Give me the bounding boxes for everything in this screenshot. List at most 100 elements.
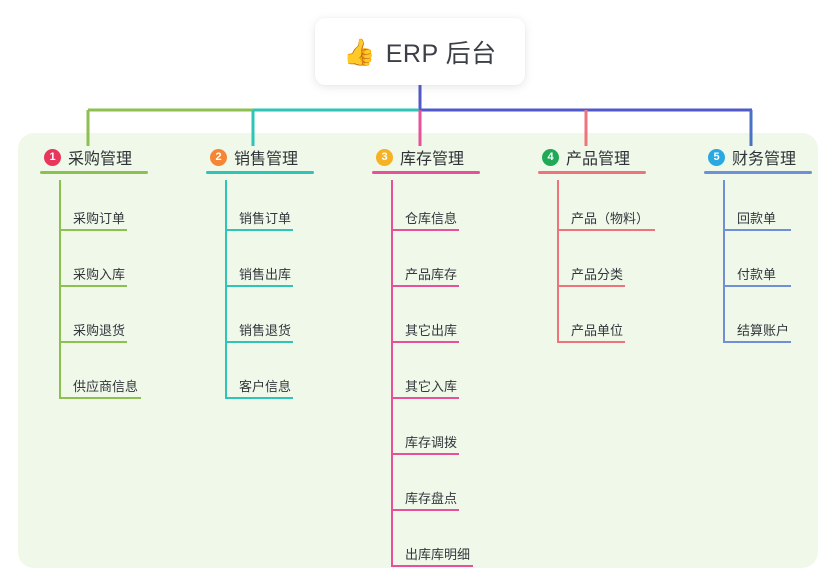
leaf-item[interactable]: 库存盘点 <box>372 460 464 516</box>
thumbs-up-icon: 👍 <box>343 36 376 67</box>
leaf-item-rule <box>59 285 127 287</box>
leaf-item-label: 销售出库 <box>239 267 292 282</box>
branch-header-rule <box>206 171 314 174</box>
branch-column-2: 2 销售管理销售订单销售出库销售退货客户信息 <box>206 145 314 404</box>
leaf-item[interactable]: 销售订单 <box>206 180 298 236</box>
leaf-item-rule <box>723 341 791 343</box>
leaf-item-rule <box>391 397 459 399</box>
branch-column-3: 3 库存管理仓库信息产品库存其它出库其它入库库存调拨库存盘点出库库明细 <box>372 145 480 572</box>
branch-spine <box>723 180 725 343</box>
leaf-item-label: 采购退货 <box>73 323 126 338</box>
leaf-item-rule <box>391 509 459 511</box>
branch-column-4: 4 产品管理产品（物料） 产品分类产品单位 <box>538 145 655 348</box>
leaf-item-rule <box>391 285 459 287</box>
leaf-item-label: 产品库存 <box>405 267 458 282</box>
branch-index-badge: 1 <box>44 148 61 166</box>
leaf-item[interactable]: 销售出库 <box>206 236 298 292</box>
leaf-item-rule <box>225 341 293 343</box>
diagram-background-panel <box>18 133 818 568</box>
leaf-item-rule <box>557 229 655 231</box>
leaf-item[interactable]: 采购退货 <box>40 292 132 348</box>
leaf-item-label: 销售退货 <box>239 323 292 338</box>
leaf-list: 仓库信息产品库存其它出库其它入库库存调拨库存盘点出库库明细 <box>372 180 473 572</box>
leaf-item-label: 回款单 <box>737 211 777 226</box>
leaf-item[interactable]: 客户信息 <box>206 348 298 404</box>
branch-header-rule <box>372 171 480 174</box>
branch-header-rule <box>704 171 812 174</box>
leaf-item[interactable]: 回款单 <box>704 180 796 236</box>
leaf-item-label: 出库库明细 <box>405 547 471 562</box>
leaf-item[interactable]: 库存调拨 <box>372 404 464 460</box>
leaf-item-label: 结算账户 <box>737 323 790 338</box>
leaf-item[interactable]: 出库库明细 <box>372 516 473 572</box>
leaf-item[interactable]: 采购订单 <box>40 180 132 236</box>
leaf-list: 采购订单采购入库采购退货供应商信息 <box>40 180 141 404</box>
leaf-item-rule <box>391 341 459 343</box>
branch-header-5[interactable]: 5 财务管理 <box>704 145 812 174</box>
leaf-item-rule <box>391 453 459 455</box>
leaf-list: 产品（物料） 产品分类产品单位 <box>538 180 655 348</box>
leaf-item-rule <box>391 565 473 567</box>
leaf-item-rule <box>59 397 141 399</box>
leaf-item-label: 客户信息 <box>239 379 292 394</box>
leaf-item-label: 其它入库 <box>405 379 458 394</box>
leaf-item[interactable]: 销售退货 <box>206 292 298 348</box>
branch-index-badge: 2 <box>210 148 227 166</box>
leaf-item[interactable]: 产品库存 <box>372 236 464 292</box>
branch-header-rule <box>538 171 646 174</box>
branch-title: 产品管理 <box>566 151 631 168</box>
leaf-item-rule <box>225 229 293 231</box>
leaf-item[interactable]: 供应商信息 <box>40 348 141 404</box>
branch-index-badge: 3 <box>376 148 393 166</box>
leaf-item-label: 其它出库 <box>405 323 458 338</box>
leaf-item[interactable]: 仓库信息 <box>372 180 464 236</box>
branch-spine <box>225 180 227 399</box>
leaf-list: 销售订单销售出库销售退货客户信息 <box>206 180 298 404</box>
leaf-item-label: 产品（物料） <box>571 211 650 226</box>
branch-index-badge: 4 <box>542 148 559 166</box>
leaf-item-label: 付款单 <box>737 267 777 282</box>
leaf-item-label: 库存调拨 <box>405 435 458 450</box>
leaf-item[interactable]: 其它出库 <box>372 292 464 348</box>
branch-title: 库存管理 <box>400 151 465 168</box>
leaf-item[interactable]: 其它入库 <box>372 348 464 404</box>
leaf-item[interactable]: 产品（物料） <box>538 180 655 236</box>
branch-header-4[interactable]: 4 产品管理 <box>538 145 646 174</box>
leaf-item-label: 产品单位 <box>571 323 624 338</box>
leaf-item[interactable]: 产品单位 <box>538 292 630 348</box>
leaf-item[interactable]: 采购入库 <box>40 236 132 292</box>
root-node-card[interactable]: 👍 ERP 后台 <box>315 18 525 85</box>
leaf-item-rule <box>723 285 791 287</box>
leaf-item-label: 销售订单 <box>239 211 292 226</box>
branch-header-1[interactable]: 1 采购管理 <box>40 145 148 174</box>
leaf-item-label: 仓库信息 <box>405 211 458 226</box>
leaf-item-label: 供应商信息 <box>73 379 139 394</box>
branch-header-3[interactable]: 3 库存管理 <box>372 145 480 174</box>
leaf-item-rule <box>557 341 625 343</box>
leaf-item-label: 采购入库 <box>73 267 126 282</box>
branch-title: 采购管理 <box>68 151 133 168</box>
branch-title: 财务管理 <box>732 151 797 168</box>
leaf-list: 回款单付款单结算账户 <box>704 180 796 348</box>
leaf-item-rule <box>225 397 293 399</box>
leaf-item-rule <box>59 341 127 343</box>
branch-spine <box>391 180 393 567</box>
branch-header-2[interactable]: 2 销售管理 <box>206 145 314 174</box>
leaf-item[interactable]: 结算账户 <box>704 292 796 348</box>
branch-column-5: 5 财务管理回款单付款单结算账户 <box>704 145 812 348</box>
leaf-item[interactable]: 产品分类 <box>538 236 630 292</box>
leaf-item-rule <box>59 229 127 231</box>
root-node-title: ERP 后台 <box>385 39 497 68</box>
branch-spine <box>557 180 559 343</box>
leaf-item-rule <box>723 229 791 231</box>
leaf-item-label: 采购订单 <box>73 211 126 226</box>
leaf-item-rule <box>391 229 459 231</box>
branch-header-rule <box>40 171 148 174</box>
leaf-item-label: 库存盘点 <box>405 491 458 506</box>
leaf-item[interactable]: 付款单 <box>704 236 796 292</box>
branch-column-1: 1 采购管理采购订单采购入库采购退货供应商信息 <box>40 145 148 404</box>
branch-index-badge: 5 <box>708 148 725 166</box>
branch-title: 销售管理 <box>234 151 299 168</box>
branch-spine <box>59 180 61 399</box>
